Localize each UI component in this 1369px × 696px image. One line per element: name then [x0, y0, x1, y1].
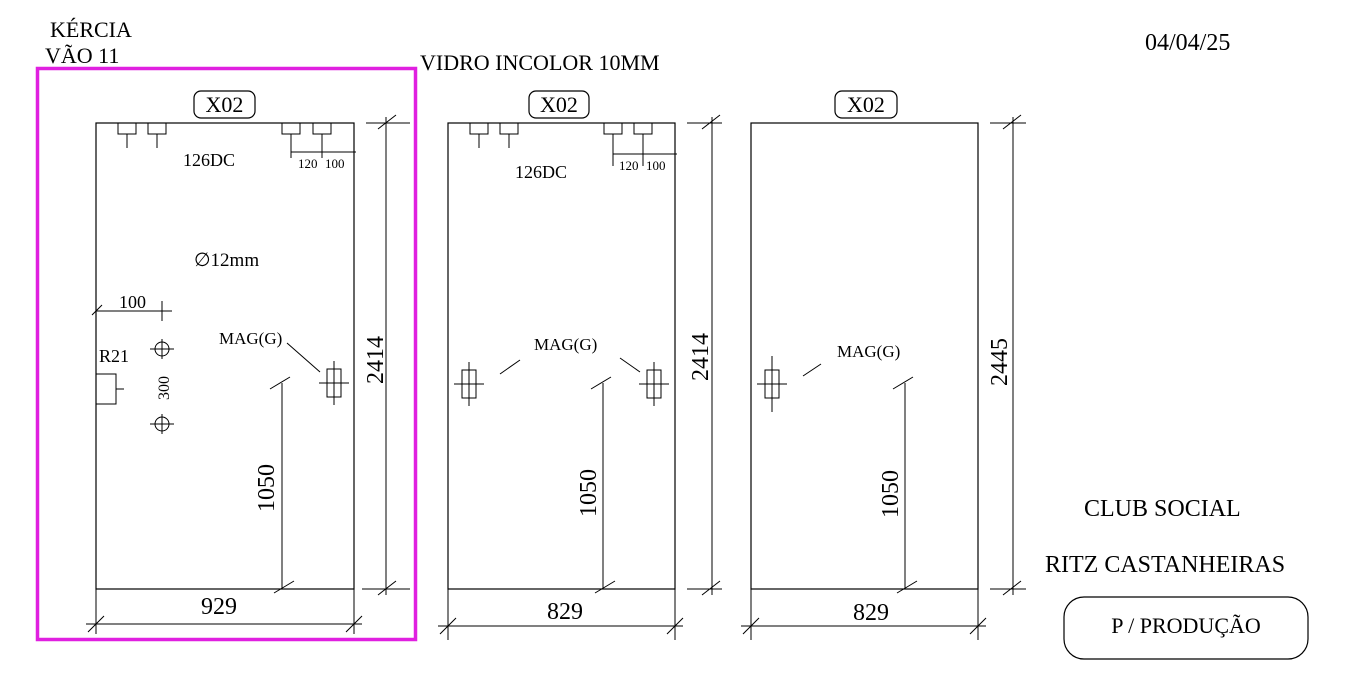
- hinge-dim-b: 100: [325, 156, 345, 171]
- hole-offset-dim: [91, 301, 172, 321]
- glass-panel-outline: [95, 122, 355, 590]
- height-label: 2414: [363, 336, 389, 384]
- handle-hole-top: [150, 339, 174, 359]
- hinge-dim-a: 120: [619, 158, 639, 173]
- handle-height-label: 1050: [254, 464, 280, 512]
- magnet-leader: [499, 357, 641, 375]
- magnet-label: MAG(G): [837, 342, 900, 361]
- hole-offset-label: 100: [119, 292, 146, 312]
- hinge-dim-b: 100: [646, 158, 666, 173]
- radius-label: R21: [99, 346, 129, 366]
- glass-spec: VIDRO INCOLOR 10MM: [420, 50, 660, 75]
- magnet-symbol-right: [639, 362, 669, 406]
- handle-height-dim: [269, 376, 295, 594]
- panel-1: X02 126DC 120 100 ∅12mm 100 R21: [86, 90, 410, 634]
- width-dim: [741, 589, 987, 640]
- magnet-symbol: [757, 356, 787, 412]
- height-dim: [687, 114, 722, 596]
- hinge-dim-line: [612, 148, 677, 166]
- width-dim: [438, 589, 684, 640]
- radius-notch: [96, 373, 124, 405]
- panel-tag: X02: [206, 92, 244, 117]
- hole-spacing-label: 300: [156, 376, 173, 400]
- hinge-dim-line: [290, 145, 356, 158]
- height-dim: [362, 114, 410, 596]
- selection-highlight[interactable]: [35, 66, 418, 642]
- top-hinge-left-pair: [469, 123, 519, 148]
- panel-tag: X02: [847, 92, 885, 117]
- magnet-label: MAG(G): [534, 335, 597, 354]
- hole-diameter-note: ∅12mm: [194, 250, 259, 271]
- magnet-leader: [802, 363, 822, 377]
- magnet-label: MAG(G): [219, 329, 282, 348]
- span-label: VÃO 11: [45, 43, 119, 68]
- production-stamp-frame: [1063, 596, 1309, 660]
- handle-height-label: 1050: [576, 469, 602, 517]
- width-dim: [86, 589, 363, 634]
- drawing-date: 04/04/25: [1145, 30, 1230, 56]
- panel-3: X02 MAG(G) 1050 2445 829: [741, 90, 1026, 640]
- glass-panel-outline: [447, 122, 676, 590]
- width-label: 829: [547, 599, 583, 625]
- glass-panel-outline: [750, 122, 979, 590]
- top-hinge-right-pair: [281, 123, 332, 158]
- project-line-1: CLUB SOCIAL: [1084, 496, 1241, 522]
- handle-hole-bottom: [150, 414, 174, 434]
- project-line-2: RITZ CASTANHEIRAS: [1045, 552, 1285, 578]
- handle-height-dim: [892, 376, 918, 594]
- panel-tag-frame: [193, 90, 256, 119]
- height-dim: [990, 114, 1026, 596]
- production-stamp: P / PRODUÇÃO: [1111, 613, 1261, 638]
- height-label: 2414: [688, 333, 714, 381]
- hardware-label: 126DC: [515, 162, 567, 182]
- panel-2: X02 126DC 120 100 MAG(G) 1050 2414: [438, 90, 722, 640]
- hardware-label: 126DC: [183, 150, 235, 170]
- client-name: KÉRCIA: [50, 17, 132, 42]
- panel-tag: X02: [540, 92, 578, 117]
- width-label: 929: [201, 594, 237, 620]
- width-label: 829: [853, 600, 889, 626]
- magnet-leader: [286, 342, 321, 373]
- height-label: 2445: [987, 338, 1013, 386]
- hinge-dim-a: 120: [298, 156, 318, 171]
- top-hinge-left-pair: [117, 123, 167, 148]
- handle-height-dim: [590, 376, 616, 594]
- magnet-symbol-left: [454, 362, 484, 406]
- handle-height-label: 1050: [878, 470, 904, 518]
- panel-tag-frame: [528, 90, 590, 119]
- magnet-symbol: [319, 361, 349, 405]
- panel-tag-frame: [834, 90, 898, 119]
